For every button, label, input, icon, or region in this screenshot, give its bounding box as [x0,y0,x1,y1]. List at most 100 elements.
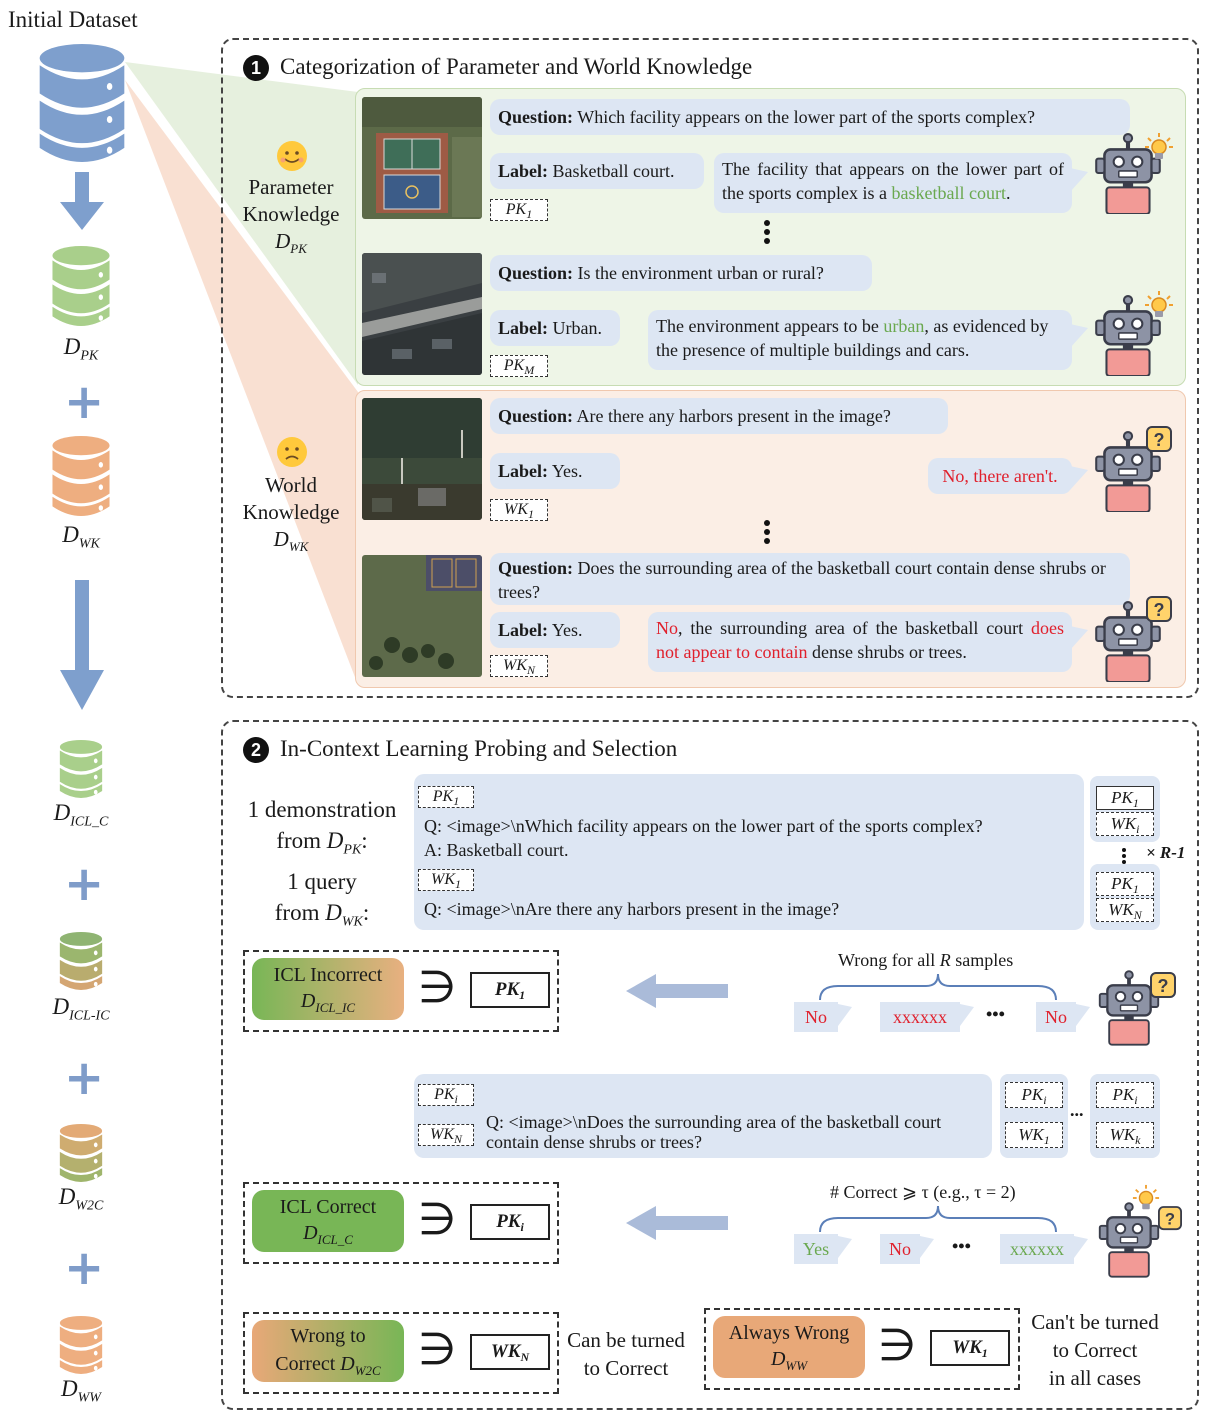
answer-bubble: The facility that appears on the lower p… [714,153,1072,213]
wk1-tag: WK1 [490,499,548,521]
dpk-label: DPK [63,334,99,364]
wkn-member-box: WKN [470,1334,550,1370]
wk-side-label: World Knowledge DWK [242,473,340,555]
wrong-all-caption: Wrong for all R samples [838,950,1014,970]
dww-label: DWW [61,1376,101,1406]
initial-dataset-title: Initial Dataset [8,7,138,32]
plus-icon: + [64,374,105,430]
pk1-tag: PK1 [418,786,474,808]
w2c-pill: Wrong to Correct DW2C [252,1320,404,1382]
panel-icl-probing [221,720,1199,1410]
wk1-member-box: WK1 [930,1330,1010,1366]
pkm-tag: PKM [490,355,548,377]
wki-tag: WKi [1096,812,1154,836]
dicl-ic-label: DICL-IC [52,994,110,1024]
panel2-title: In-Context Learning Probing and Selectio… [280,736,678,761]
answer-bubble: No, the surrounding area of the basketba… [648,612,1072,672]
bubble-tail [1070,324,1088,348]
brace [819,1205,1057,1233]
wk1-tag: WK1 [1005,1122,1063,1148]
query-label: 1 query from DWK: [274,869,370,930]
brace [819,973,1057,1001]
wk1-tag: WK1 [418,869,474,891]
ww-pill: Always Wrong DWW [713,1316,865,1378]
step-number-badge: 1 [243,55,269,81]
pk1-member-box: PK1 [470,972,550,1008]
icl-incorrect-box [243,950,559,1032]
prompt-question-2: Q: <image>\nAre there any harbors presen… [424,899,840,919]
answer-wrong-bubble: xxxxxx [880,1002,960,1032]
horizontal-ellipsis: ... [1070,1100,1084,1120]
w2c-note: Can be turned to Correct [567,1328,685,1380]
answer-bubble: The environment appears to be urban, as … [648,310,1072,370]
dw2c-db-icon [59,1124,103,1182]
sports-complex-image [362,97,482,219]
repeat-count: × R-1 [1146,843,1186,862]
question-bubble: Question: Which facility appears on the … [490,99,1130,135]
dww-db-icon [59,1316,103,1374]
answer-no-bubble: No [794,1002,838,1032]
vertical-ellipsis-icon [1122,848,1126,864]
bubble-tail [1070,466,1088,490]
pki-tag: PKi [1005,1082,1063,1108]
step-number-badge: 2 [243,737,269,763]
funnel-wedges [125,62,358,685]
superset-symbol: ∋ [418,1194,457,1245]
demonstration-label: 1 demonstration from DPK: [247,797,397,858]
bubble-tail [1070,168,1088,192]
vertical-ellipsis-icon [764,220,770,244]
bubble-tail [1074,1236,1088,1258]
question-bubble: Question: Is the environment urban or ru… [490,255,872,291]
bubble-tail [960,1004,974,1026]
ww-note: Can't be turned to Correct in all cases [1031,1310,1159,1390]
prompt-question: Q: <image>\nDoes the surrounding area of… [486,1112,942,1152]
happy-face-icon [277,141,307,171]
bubble-tail [838,1236,852,1258]
correct-count-caption: # Correct ⩾ τ (e.g., τ = 2) [830,1182,1016,1202]
dwk-db-icon [52,436,110,516]
label-bubble: Label: Urban. [490,310,620,346]
bubble-tail [920,1236,934,1258]
pk-side-label: Parameter Knowledge DPK [242,175,340,257]
question-bubble: Question: Does the surrounding area of t… [490,553,1130,605]
down-arrow-icon [60,172,104,230]
icl-incorrect-pill: ICL Incorrect DICL_IC [252,958,404,1020]
panel-categorization [221,38,1199,698]
plus-icon: + [64,856,105,912]
wkn-tag: WKN [490,655,548,677]
pk1-tag: PK1 [490,199,548,221]
prompt-answer-1: A: Basketball court. [424,840,569,860]
pki-member-box: PKi [470,1204,550,1240]
left-arrow-icon [626,974,728,1008]
wkn-tag: WKN [1096,898,1154,922]
icl-prompt-box [414,774,1084,930]
question-mark-icon [1150,972,1176,1000]
plus-icon: + [64,1050,105,1106]
label-bubble: Label: Yes. [490,612,620,648]
question-mark-icon [1146,596,1172,624]
icl-correct-box [243,1182,559,1264]
superset-symbol: ∋ [418,962,457,1013]
left-arrow-icon [626,1206,728,1240]
pki-tag: PKi [418,1084,474,1106]
horizontal-ellipsis: ••• [952,1236,971,1256]
pki-tag: PKi [1096,1082,1154,1108]
answer-correct-bubble: xxxxxx [1000,1234,1074,1264]
question-mark-icon [1146,426,1172,454]
answer-bubble: No, there aren't. [928,458,1072,494]
icl-prompt-box [414,1074,992,1158]
pk1-tag: PK1 [1096,872,1154,896]
question-bubble: Question: Are there any harbors present … [490,398,948,434]
superset-symbol: ∋ [878,1320,917,1371]
answer-yes-bubble: Yes [794,1234,838,1264]
answer-no-bubble: No [880,1234,920,1264]
ww-box [704,1308,1020,1390]
pk1-tag: PK1 [1096,786,1154,810]
urban-environment-image [362,253,482,375]
superset-symbol: ∋ [418,1324,457,1375]
dicl-ic-db-icon [59,932,103,990]
prompt-question-1: Q: <image>\nWhich facility appears on th… [424,816,983,836]
dpk-db-icon [52,246,110,326]
lightbulb-icon [1132,1184,1160,1212]
bubble-tail [838,1004,852,1026]
